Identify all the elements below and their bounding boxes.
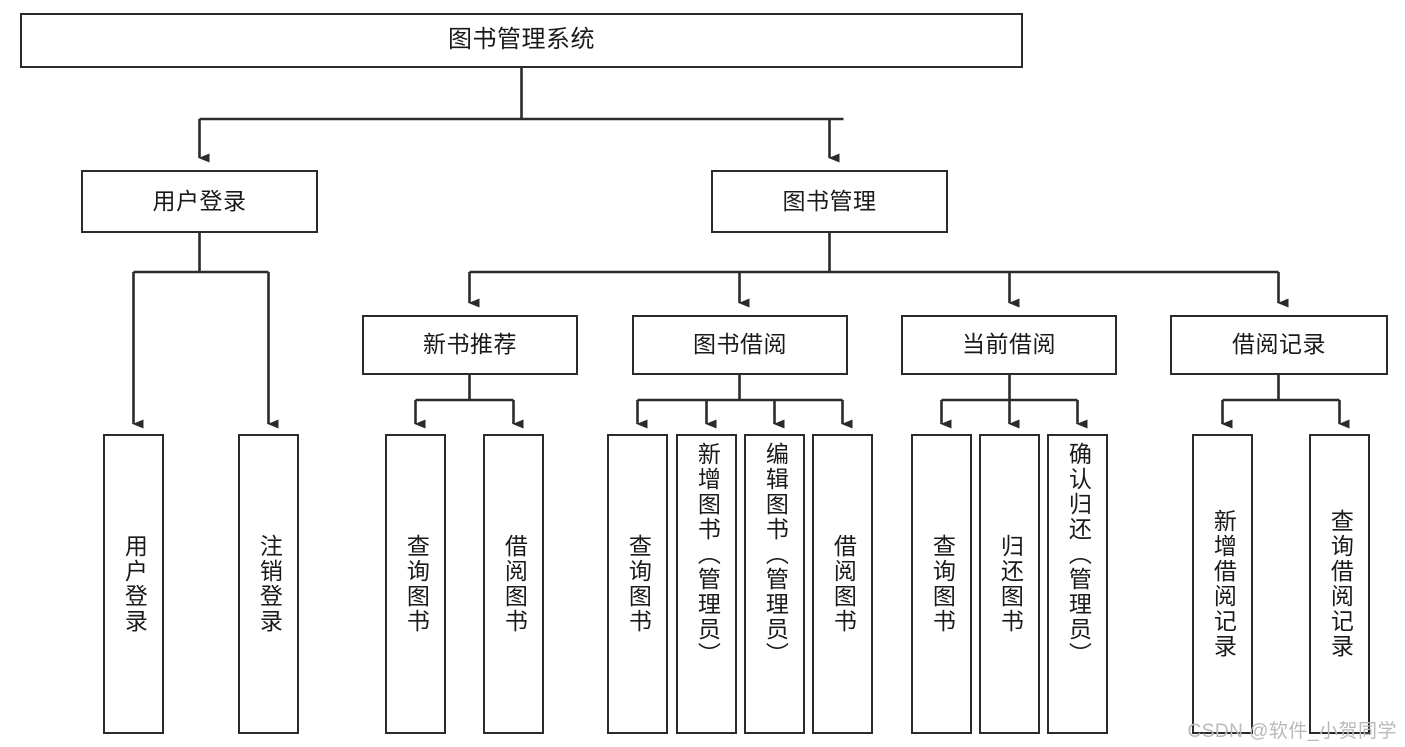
leaf-book-borrow-edit-book-admin[interactable]: 编辑图书（管理员） [744, 434, 805, 734]
node-label: 用户登录 [121, 534, 148, 634]
node-label: 注销登录 [256, 534, 283, 634]
node-label: 借阅图书 [501, 534, 528, 634]
node-label: 图书借阅 [693, 331, 787, 358]
leaf-current-borrow-confirm-return-admin[interactable]: 确认归还（管理员） [1047, 434, 1108, 734]
node-borrow-record[interactable]: 借阅记录 [1170, 315, 1388, 375]
node-label: 当前借阅 [962, 331, 1056, 358]
node-label: 借阅记录 [1232, 331, 1326, 358]
leaf-book-borrow-borrow-book[interactable]: 借阅图书 [812, 434, 873, 734]
leaf-current-borrow-query-book[interactable]: 查询图书 [911, 434, 972, 734]
node-label: 图书管理 [782, 187, 877, 214]
node-current-borrow[interactable]: 当前借阅 [901, 315, 1117, 375]
node-label: 归还图书 [997, 534, 1024, 634]
leaf-book-borrow-query-book[interactable]: 查询图书 [607, 434, 668, 734]
node-label: 借阅图书 [830, 534, 857, 634]
node-label: 编辑图书（管理员） [762, 442, 789, 667]
node-label: 新书推荐 [423, 331, 517, 358]
leaf-current-borrow-return-book[interactable]: 归还图书 [979, 434, 1040, 734]
node-new-book-recommend[interactable]: 新书推荐 [362, 315, 578, 375]
node-label: 查询借阅记录 [1327, 509, 1354, 659]
node-root-book-management-system[interactable]: 图书管理系统 [20, 13, 1023, 68]
node-label: 新增图书（管理员） [694, 442, 721, 667]
leaf-borrow-record-add-record[interactable]: 新增借阅记录 [1192, 434, 1253, 734]
node-book-borrow[interactable]: 图书借阅 [632, 315, 848, 375]
leaf-user-login-signin[interactable]: 用户登录 [103, 434, 164, 734]
node-label: 确认归还（管理员） [1065, 442, 1092, 667]
node-label: 查询图书 [929, 534, 956, 634]
node-label: 查询图书 [403, 534, 430, 634]
leaf-user-login-signout[interactable]: 注销登录 [238, 434, 299, 734]
leaf-book-borrow-add-book-admin[interactable]: 新增图书（管理员） [676, 434, 737, 734]
node-label: 图书管理系统 [448, 26, 595, 54]
node-label: 新增借阅记录 [1210, 509, 1237, 659]
node-label: 用户登录 [152, 187, 247, 214]
node-book-management[interactable]: 图书管理 [711, 170, 948, 233]
leaf-new-book-query-book[interactable]: 查询图书 [385, 434, 446, 734]
node-user-login[interactable]: 用户登录 [81, 170, 318, 233]
leaf-borrow-record-query-record[interactable]: 查询借阅记录 [1309, 434, 1370, 734]
leaf-new-book-borrow-book[interactable]: 借阅图书 [483, 434, 544, 734]
node-label: 查询图书 [625, 534, 652, 634]
csdn-watermark: CSDN @软件_小贺同学 [1187, 721, 1397, 742]
